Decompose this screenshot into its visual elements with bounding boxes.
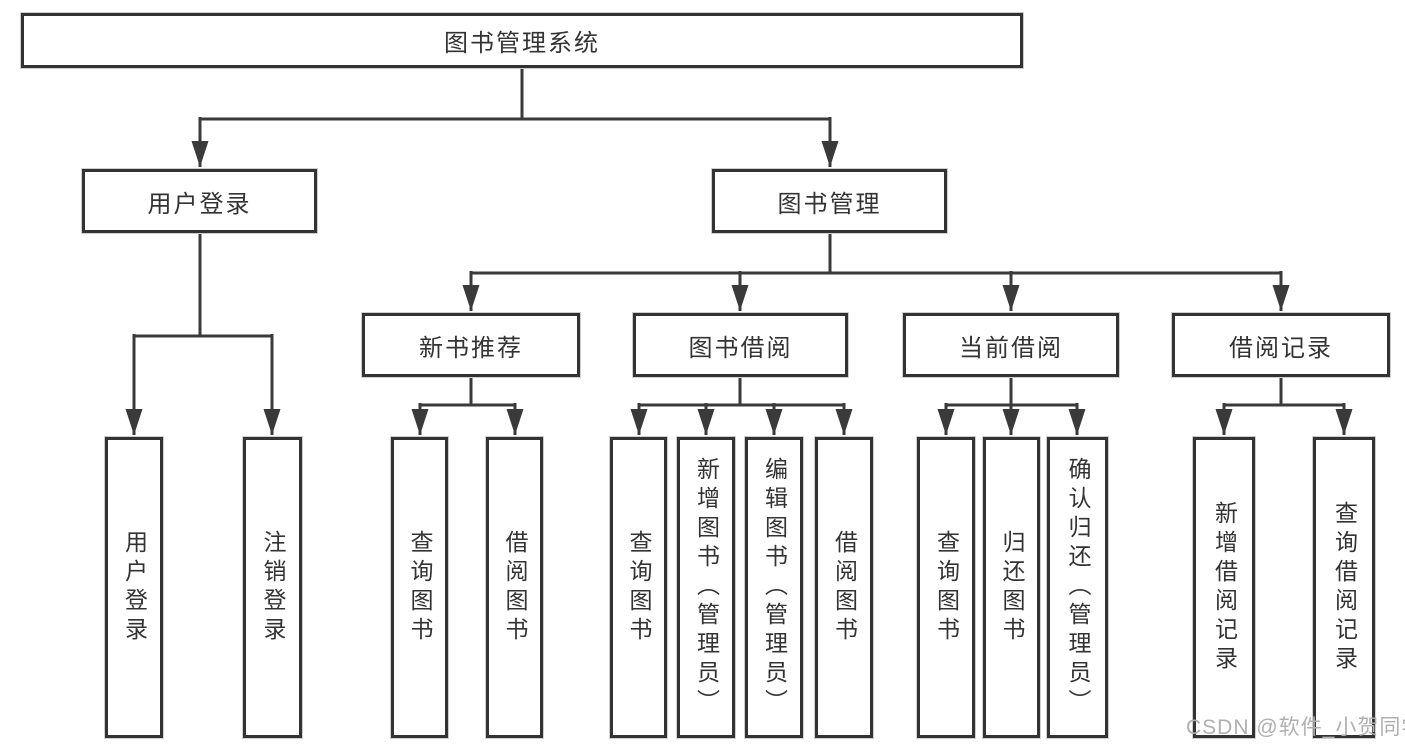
- leaf-query-books-current-label: 查询图书: [933, 529, 960, 646]
- leaf-add-books-admin: 新增图书（管理员）: [677, 437, 735, 738]
- node-new-book-recommend: 新书推荐: [362, 313, 580, 377]
- leaf-logout: 注销登录: [243, 437, 302, 738]
- node-root: 图书管理系统: [21, 13, 1023, 68]
- watermark: CSDN @软件_小贺同学: [1186, 716, 1405, 739]
- leaf-user-login: 用户登录: [105, 437, 163, 738]
- leaf-borrow-books-recommend: 借阅图书: [486, 437, 543, 738]
- node-borrow-records-label: 借阅记录: [1229, 334, 1333, 362]
- leaf-add-borrow-record-label: 新增借阅记录: [1211, 500, 1238, 675]
- leaf-query-books-recommend: 查询图书: [391, 437, 448, 738]
- node-book-management-label: 图书管理: [777, 190, 882, 218]
- leaf-borrow-books-borrowing: 借阅图书: [815, 437, 873, 738]
- leaf-edit-books-admin-label: 编辑图书（管理员）: [761, 457, 788, 718]
- leaf-confirm-return-admin: 确认归还（管理员）: [1047, 437, 1108, 738]
- leaf-user-login-label: 用户登录: [121, 529, 148, 646]
- node-book-borrowing: 图书借阅: [633, 313, 848, 377]
- node-current-borrowing: 当前借阅: [903, 313, 1119, 377]
- leaf-query-books-borrowing: 查询图书: [610, 437, 667, 738]
- node-user-login: 用户登录: [82, 169, 317, 233]
- node-root-label: 图书管理系统: [444, 30, 600, 57]
- leaf-borrow-books-borrowing-label: 借阅图书: [831, 529, 858, 646]
- node-current-borrowing-label: 当前借阅: [959, 334, 1063, 362]
- leaf-query-borrow-record: 查询借阅记录: [1313, 437, 1375, 738]
- leaf-query-books-borrowing-label: 查询图书: [626, 529, 652, 646]
- leaf-query-books-recommend-label: 查询图书: [407, 529, 433, 646]
- node-book-management: 图书管理: [712, 169, 947, 233]
- leaf-return-books-label: 归还图书: [999, 529, 1025, 646]
- node-borrow-records: 借阅记录: [1172, 313, 1390, 377]
- leaf-query-books-current: 查询图书: [917, 437, 975, 738]
- leaf-add-borrow-record: 新增借阅记录: [1193, 437, 1255, 738]
- leaf-confirm-return-admin-label: 确认归还（管理员）: [1065, 457, 1091, 718]
- node-user-login-label: 用户登录: [147, 190, 252, 218]
- leaf-borrow-books-recommend-label: 借阅图书: [502, 529, 528, 646]
- leaf-add-books-admin-label: 新增图书（管理员）: [693, 457, 720, 718]
- leaf-logout-label: 注销登录: [260, 529, 286, 646]
- leaf-query-borrow-record-label: 查询借阅记录: [1331, 500, 1358, 675]
- leaf-return-books: 归还图书: [983, 437, 1040, 738]
- node-book-borrowing-label: 图书借阅: [688, 334, 793, 362]
- leaf-edit-books-admin: 编辑图书（管理员）: [745, 437, 803, 738]
- node-new-book-recommend-label: 新书推荐: [419, 334, 523, 362]
